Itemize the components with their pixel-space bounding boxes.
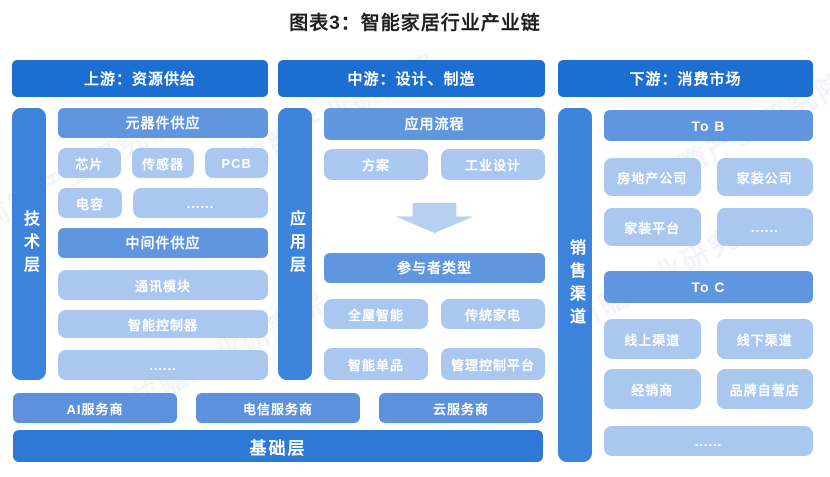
ai-service-provider-box: AI服务商: [13, 393, 177, 423]
foundation-band: AI服务商 电信服务商 云服务商 基础层: [13, 393, 543, 462]
process-row: 方案 工业设计: [324, 149, 545, 180]
communication-module-box: 通讯模块: [58, 270, 268, 300]
to-c-header: To C: [604, 271, 813, 303]
whole-house-smart-box: 全屋智能: [324, 299, 428, 329]
midstream-body: 应用层 应用流程 方案 工业设计 参与者类型 全屋智能 传统家电 智能单品 管理…: [278, 108, 545, 380]
downstream-content: To B 房地产公司 家装公司 家装平台 ...... To C 线上渠道 线下…: [604, 108, 813, 462]
midstream-content: 应用流程 方案 工业设计 参与者类型 全屋智能 传统家电 智能单品 管理控制平台: [324, 108, 545, 380]
flow-arrow-wrap: [324, 203, 545, 233]
ellipsis-wide-box: ......: [604, 426, 813, 456]
application-layer-bar: 应用层: [278, 108, 312, 380]
to-c-row: 线上渠道 线下渠道: [604, 319, 813, 359]
midstream-column: 中游：设计、制造 应用层 应用流程 方案 工业设计 参与者类型 全屋智能 传统家…: [278, 60, 545, 380]
figure-title: 图表3：智能家居行业产业链: [289, 13, 541, 34]
to-b-header: To B: [604, 110, 813, 141]
ellipsis-box: ......: [58, 350, 268, 380]
technology-layer-bar: 技术层: [12, 108, 46, 380]
online-channel-box: 线上渠道: [604, 319, 701, 359]
application-process-header: 应用流程: [324, 108, 545, 140]
real-estate-company-box: 房地产公司: [604, 158, 701, 196]
foundation-layer-bar: 基础层: [13, 430, 543, 462]
solution-box: 方案: [324, 149, 428, 180]
telecom-service-provider-box: 电信服务商: [196, 393, 360, 423]
smart-single-product-box: 智能单品: [324, 348, 428, 380]
participant-type-header: 参与者类型: [324, 253, 545, 283]
down-arrow-icon: [395, 203, 474, 233]
sensor-box: 传感器: [131, 148, 195, 178]
industrial-design-box: 工业设计: [441, 149, 545, 180]
upstream-body: 技术层 元器件供应 芯片 传感器 PCB 电容 ...... 中间件供应 通讯模…: [12, 108, 269, 380]
upstream-content: 元器件供应 芯片 传感器 PCB 电容 ...... 中间件供应 通讯模块 智能…: [58, 108, 269, 380]
upstream-header: 上游：资源供给: [12, 60, 268, 97]
offline-channel-box: 线下渠道: [716, 319, 813, 359]
distributor-box: 经销商: [604, 369, 701, 409]
brand-store-box: 品牌自营店: [716, 369, 813, 409]
home-decoration-platform-box: 家装平台: [604, 208, 701, 246]
component-row: 电容 ......: [58, 188, 268, 218]
component-supply-header: 元器件供应: [58, 108, 268, 138]
sales-channel-bar: 销售渠道: [558, 108, 592, 462]
management-control-platform-box: 管理控制平台: [441, 348, 545, 380]
middleware-supply-header: 中间件供应: [58, 228, 268, 258]
service-providers-row: AI服务商 电信服务商 云服务商: [13, 393, 543, 423]
ellipsis-box: ......: [133, 188, 268, 218]
chip-box: 芯片: [58, 148, 121, 178]
to-b-row: 房地产公司 家装公司: [604, 158, 813, 196]
cloud-service-provider-box: 云服务商: [379, 393, 543, 423]
traditional-appliance-box: 传统家电: [441, 299, 545, 329]
to-c-row: 经销商 品牌自营店: [604, 369, 813, 409]
midstream-header: 中游：设计、制造: [278, 60, 545, 97]
downstream-column: 下游：消费市场 销售渠道 To B 房地产公司 家装公司 家装平台 ......…: [558, 60, 813, 462]
downstream-header: 下游：消费市场: [558, 60, 813, 97]
home-decoration-company-box: 家装公司: [716, 158, 813, 196]
pcb-box: PCB: [205, 148, 269, 178]
upstream-column: 上游：资源供给 技术层 元器件供应 芯片 传感器 PCB 电容 ...... 中…: [12, 60, 269, 380]
to-b-row: 家装平台 ......: [604, 208, 813, 246]
component-row: 芯片 传感器 PCB: [58, 148, 269, 178]
capacitor-box: 电容: [58, 188, 122, 218]
smart-controller-box: 智能控制器: [58, 310, 268, 338]
ellipsis-box: ......: [716, 208, 813, 246]
participant-row: 全屋智能 传统家电: [324, 299, 545, 329]
participant-row: 智能单品 管理控制平台: [324, 348, 545, 380]
downstream-body: 销售渠道 To B 房地产公司 家装公司 家装平台 ...... To C 线上…: [558, 108, 813, 462]
